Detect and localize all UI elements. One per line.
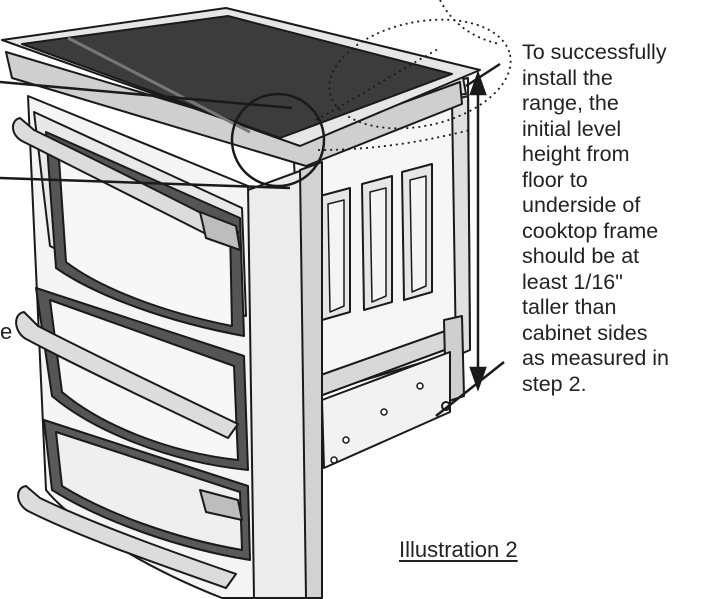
note-line: should be at [522,244,640,268]
note-line: range, the [522,91,619,115]
oven-handles [12,117,243,589]
note-line: step 2. [522,371,587,396]
callout-leaders [0,80,293,190]
note-line: as measured in [522,346,669,370]
note-line: To successfully [522,40,667,64]
note-line: cooktop frame [522,218,659,243]
range-side-panel [247,161,323,599]
cooktop [1,7,481,167]
dotted-detail-lines [315,0,512,151]
illustration-caption: Illustration 2 [399,537,518,562]
note-line: install the [522,65,613,90]
note-line: height from [522,142,630,166]
note-line: least 1/16" [522,269,623,294]
cut-off-letter: e [0,319,13,344]
detail-magnifier-circle [230,92,326,188]
note-line: floor to [522,167,588,192]
side-cabinet [249,71,471,469]
instruction-note: To successfully install the range, the i… [522,40,702,397]
note-line: underside of [522,193,641,217]
height-dimension-arrow [435,62,505,417]
note-line: taller than [522,295,617,319]
note-line: cabinet sides [522,320,648,345]
note-line: initial level [522,116,622,141]
